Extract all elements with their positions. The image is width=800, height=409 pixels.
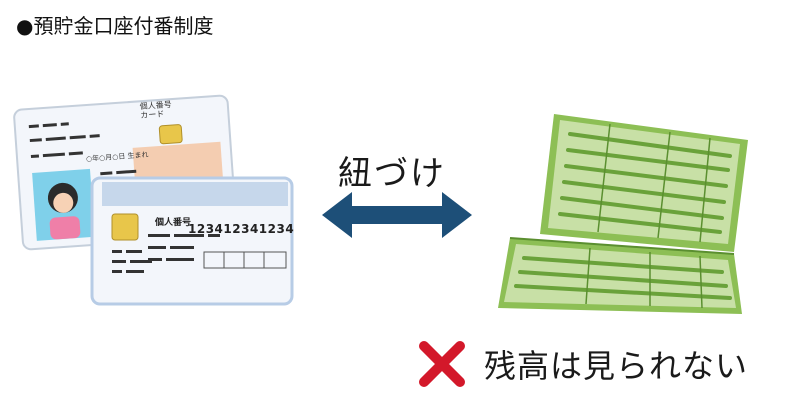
- card-front-header: 個人番号 カード: [139, 99, 172, 121]
- card-back-number: 123412341234: [188, 222, 295, 236]
- page-title: ●預貯金口座付番制度: [16, 10, 213, 39]
- card-back-header: 個人番号: [155, 218, 192, 228]
- note: 残高は見られない: [418, 340, 748, 388]
- id-card-back-icon: [90, 176, 294, 306]
- note-text: 残高は見られない: [484, 347, 749, 385]
- title-text: ●預貯金口座付番制度: [16, 14, 214, 38]
- passbook-icon: [498, 114, 748, 314]
- link-label: 紐づけ: [338, 154, 446, 194]
- cross-mark-icon: [419, 341, 465, 387]
- bidirectional-arrow-icon: [322, 192, 472, 238]
